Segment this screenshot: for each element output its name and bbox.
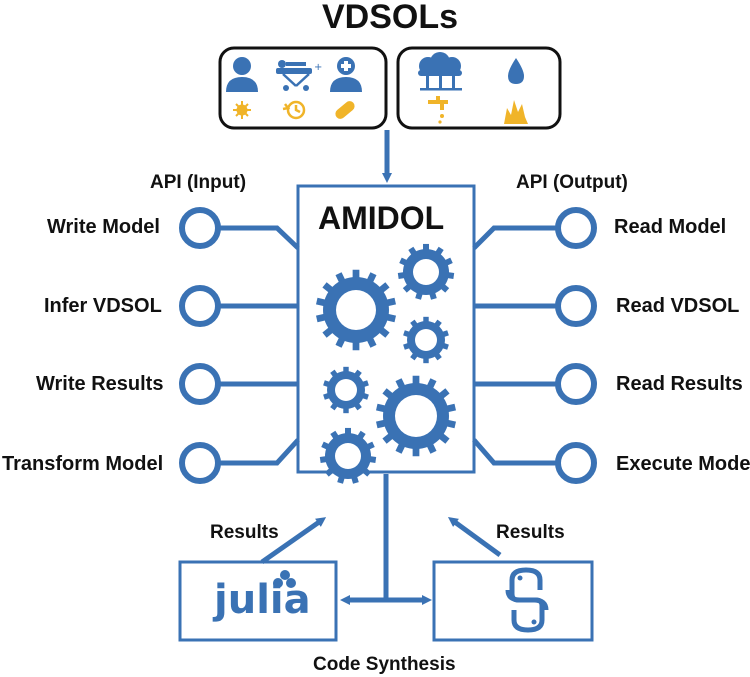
results-label-left: Results bbox=[210, 522, 279, 543]
trees-icon bbox=[418, 52, 462, 91]
read-vdsol-label: Read VDSOL bbox=[616, 295, 740, 317]
read-model-label: Read Model bbox=[614, 216, 727, 238]
vdsol-box-right bbox=[396, 46, 562, 130]
gear-small-left bbox=[323, 366, 369, 414]
julia-box bbox=[178, 560, 338, 642]
read-results-label: Read Results bbox=[616, 373, 743, 395]
api-input-connectors bbox=[179, 207, 300, 484]
python-logo-icon bbox=[505, 567, 549, 633]
api-output-connectors bbox=[472, 207, 597, 484]
results-arrow-left bbox=[260, 517, 327, 565]
python-box bbox=[432, 560, 594, 642]
results-arrow-right bbox=[447, 517, 502, 558]
gear-large-bottom bbox=[376, 375, 456, 457]
api-output-heading: API (Output) bbox=[516, 172, 628, 193]
page-title: VDSOLs bbox=[322, 0, 459, 36]
julia-dots-icon bbox=[273, 570, 296, 588]
gear-small-top bbox=[397, 243, 455, 300]
execute-model-label: Execute Model bbox=[616, 453, 750, 475]
amidol-title: AMIDOL bbox=[318, 200, 445, 236]
surgery-bed-icon: + bbox=[276, 60, 322, 91]
code-synthesis-connector bbox=[340, 474, 432, 605]
gear-large-top bbox=[316, 269, 396, 351]
write-results-label: Write Results bbox=[36, 373, 164, 395]
water-drop-icon bbox=[508, 58, 524, 84]
virus-icon bbox=[233, 101, 251, 119]
wildfire-icon bbox=[504, 100, 528, 124]
svg-text:+: + bbox=[314, 62, 322, 73]
gear-small-mid bbox=[403, 316, 449, 364]
api-input-heading: API (Input) bbox=[150, 172, 247, 193]
infer-vdsol-label: Infer VDSOL bbox=[44, 295, 162, 317]
pill-icon bbox=[335, 101, 355, 119]
doctor-icon bbox=[330, 57, 362, 92]
code-synthesis-label: Code Synthesis bbox=[313, 654, 456, 675]
gear-small-bottom bbox=[319, 427, 377, 484]
julia-logo-text: julia bbox=[214, 577, 311, 623]
amidol-box bbox=[296, 184, 476, 474]
timer-icon bbox=[282, 100, 306, 120]
gear-icon bbox=[316, 243, 456, 484]
results-label-right: Results bbox=[496, 522, 565, 543]
vdsol-box-left bbox=[218, 46, 388, 130]
write-model-label: Write Model bbox=[47, 216, 160, 238]
water-tap-icon bbox=[428, 96, 448, 124]
transform-model-label: Transform Model bbox=[2, 453, 164, 475]
person-icon bbox=[226, 57, 258, 92]
